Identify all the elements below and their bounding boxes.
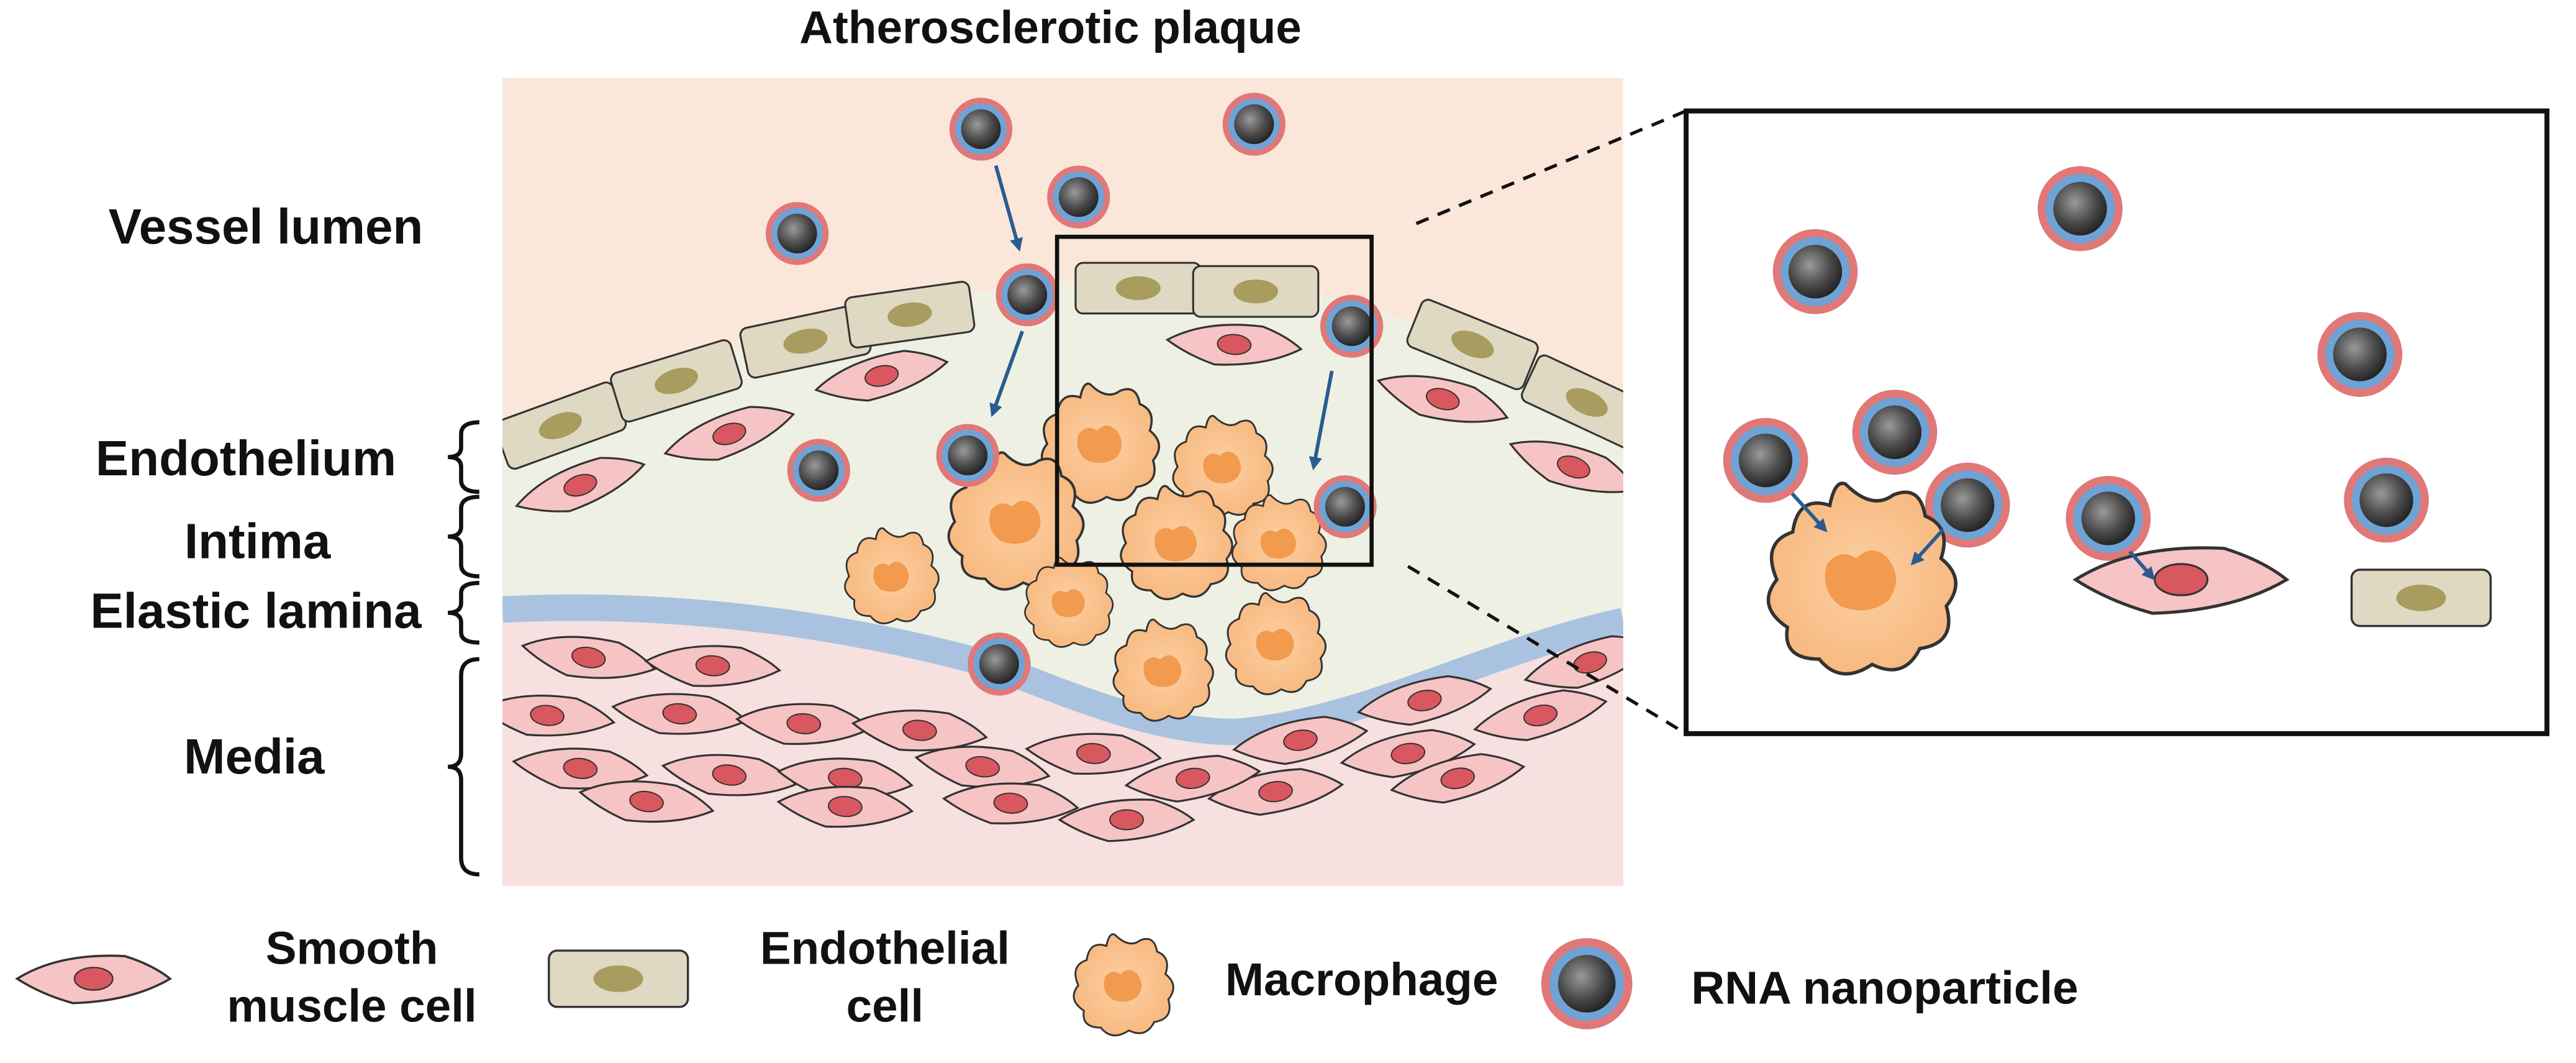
smooth-muscle-cell xyxy=(1124,754,1261,803)
rna-nanoparticle xyxy=(1541,938,1633,1029)
smooth-muscle-cell xyxy=(2072,546,2290,615)
macrophage-cell xyxy=(1024,557,1114,648)
legend xyxy=(15,933,1633,1036)
rna-nanoparticle xyxy=(1222,93,1286,156)
smooth-muscle-cell xyxy=(502,695,616,737)
bracket-intima xyxy=(448,495,479,578)
rna-nanoparticle xyxy=(765,202,829,265)
endothelial-cell xyxy=(2350,568,2492,627)
macrophage-cell xyxy=(844,527,940,624)
smooth-muscle-cell xyxy=(941,782,1079,824)
smooth-muscle-cell xyxy=(514,457,646,513)
endothelial-cell xyxy=(548,949,689,1008)
rna-nanoparticle xyxy=(1925,462,2010,548)
smooth-muscle-cell xyxy=(520,636,656,679)
uptake-arrow xyxy=(1910,529,1944,566)
smooth-muscle-cell xyxy=(1058,798,1195,842)
rna-nanoparticle xyxy=(968,632,1031,696)
rna-nanoparticle xyxy=(2317,312,2403,397)
macrophage-cell xyxy=(1120,485,1233,600)
rna-nanoparticle xyxy=(787,439,850,502)
legend-smooth-muscle-label-1: Smooth xyxy=(266,921,438,974)
smooth-muscle-cell xyxy=(914,746,1051,788)
rna-nanoparticle xyxy=(1723,417,1808,503)
smooth-muscle-cell xyxy=(1356,675,1492,726)
smooth-muscle-cell xyxy=(1376,375,1509,423)
rna-nanoparticle xyxy=(2344,457,2429,543)
rna-nanoparticle xyxy=(1852,390,1938,475)
macrophage-cell xyxy=(1225,592,1327,695)
zoom-connector-top xyxy=(1415,109,1687,226)
bracket-elastic-lamina xyxy=(448,580,479,645)
endothelial-cell xyxy=(610,339,743,423)
endothelial-cell xyxy=(1192,265,1320,318)
smooth-muscle-cell xyxy=(1473,689,1608,741)
label-elastic-lamina: Elastic lamina xyxy=(90,583,422,638)
smooth-muscle-cell xyxy=(1025,732,1163,775)
rna-nanoparticle xyxy=(1772,229,1858,314)
zoom-connector-bottom xyxy=(1407,565,1687,736)
label-intima: Intima xyxy=(184,513,331,568)
rna-nanoparticle xyxy=(1320,294,1384,358)
rna-nanoparticle xyxy=(936,424,999,487)
smooth-muscle-cell xyxy=(663,406,796,461)
diagram-title: Atherosclerotic plaque xyxy=(799,1,1302,53)
smooth-muscle-cell xyxy=(578,780,715,823)
macrophage-cell xyxy=(1073,933,1174,1036)
uptake-arrow xyxy=(989,331,1024,417)
endothelial-cell xyxy=(1074,262,1202,315)
label-vessel-lumen: Vessel lumen xyxy=(109,199,424,254)
smooth-muscle-cell xyxy=(644,645,782,687)
label-endothelium: Endothelium xyxy=(96,431,396,486)
legend-endothelial-label-2: cell xyxy=(846,980,923,1032)
rna-nanoparticle xyxy=(1313,475,1377,539)
uptake-arrow xyxy=(1308,370,1334,470)
vessel-panel xyxy=(502,78,1623,887)
legend-nanoparticle-label: RNA nanoparticle xyxy=(1691,961,2078,1013)
uptake-arrow xyxy=(994,165,1023,252)
smooth-muscle-cell xyxy=(1340,729,1476,778)
smooth-muscle-cell xyxy=(1165,324,1303,366)
rna-nanoparticle xyxy=(2038,166,2123,252)
macrophage-cell xyxy=(1112,618,1214,722)
smooth-muscle-cell xyxy=(661,754,797,796)
smooth-muscle-cell xyxy=(776,785,914,828)
rna-nanoparticle xyxy=(2066,475,2151,561)
legend-smooth-muscle-label-2: muscle cell xyxy=(227,980,476,1032)
smooth-muscle-cell xyxy=(611,693,748,735)
label-media: Media xyxy=(184,729,325,784)
smooth-muscle-cell xyxy=(814,350,949,402)
smooth-muscle-cell xyxy=(1523,635,1623,689)
uptake-arrow xyxy=(2128,550,2156,581)
rna-nanoparticle xyxy=(1047,165,1110,229)
zoom-selection-box xyxy=(1054,234,1374,567)
endothelial-cell xyxy=(1406,298,1539,390)
legend-macrophage-label: Macrophage xyxy=(1225,953,1499,1005)
layer-brackets xyxy=(448,420,479,877)
rna-nanoparticle xyxy=(995,263,1059,327)
smooth-muscle-cell xyxy=(851,709,988,752)
rna-nanoparticle xyxy=(949,98,1013,161)
smooth-muscle-cell xyxy=(15,954,173,1005)
endothelial-cell xyxy=(1520,354,1623,450)
smooth-muscle-cell xyxy=(512,747,649,790)
macrophage-cell xyxy=(947,451,1085,591)
endothelial-cell xyxy=(844,281,976,349)
smooth-muscle-cell xyxy=(1390,753,1526,804)
bracket-media xyxy=(448,657,479,877)
endothelial-cell xyxy=(502,381,627,470)
endothelial-cell xyxy=(739,303,872,379)
bracket-endothelium xyxy=(448,420,479,495)
uptake-arrow xyxy=(1790,492,1828,532)
smooth-muscle-cell xyxy=(1232,716,1369,765)
legend-endothelial-label-1: Endothelial xyxy=(760,921,1010,974)
smooth-muscle-cell xyxy=(1508,440,1623,493)
